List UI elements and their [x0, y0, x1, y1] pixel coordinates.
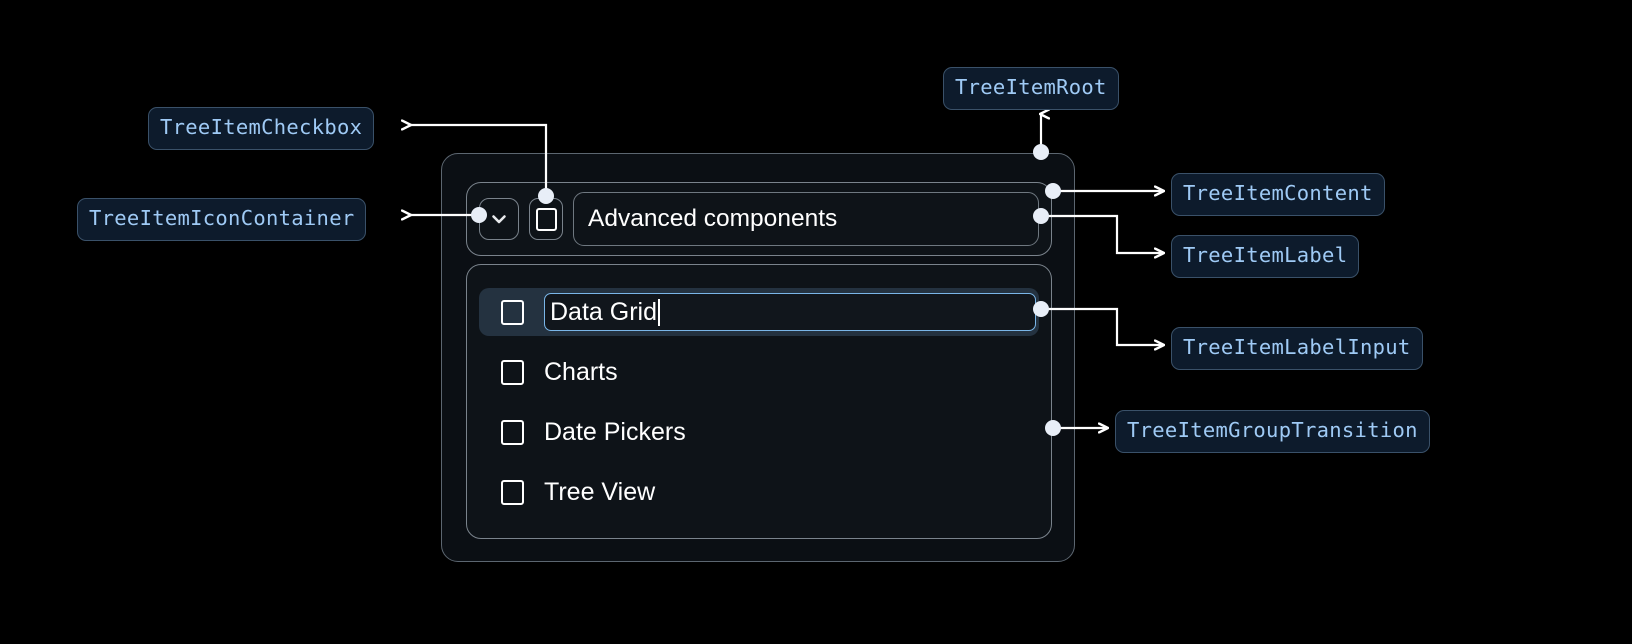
annotation-tree-item-label: TreeItemLabel — [1171, 235, 1360, 278]
tree-item-data-grid[interactable]: Data Grid — [479, 288, 1039, 336]
tree-item-icon-container[interactable] — [479, 198, 519, 240]
tree-item-checkbox[interactable] — [501, 359, 524, 385]
tree-item-label-text: Advanced components — [588, 205, 838, 232]
tree-item-checkbox[interactable] — [501, 419, 524, 445]
text-caret — [657, 298, 660, 326]
tree-item-label: Date Pickers — [544, 417, 686, 446]
checkbox-square-icon — [535, 207, 557, 231]
tree-item-label-input-value: Data Grid — [550, 297, 657, 326]
tree-item-label[interactable]: Advanced components — [573, 192, 1039, 246]
annotation-tree-item-content: TreeItemContent — [1171, 173, 1385, 216]
annotation-tree-item-root: TreeItemRoot — [943, 67, 1119, 110]
tree-item-root[interactable]: Advanced components Data Grid Charts Dat… — [441, 153, 1075, 562]
tree-item-checkbox[interactable] — [501, 479, 524, 505]
tree-item-charts[interactable]: Charts — [479, 348, 1039, 396]
tree-item-label-input[interactable]: Data Grid — [544, 293, 1036, 331]
annotation-tree-item-icon-container: TreeItemIconContainer — [77, 198, 367, 241]
annotation-tree-item-checkbox: TreeItemCheckbox — [148, 107, 375, 150]
tree-item-label: Tree View — [544, 477, 656, 506]
annotation-tree-item-label-input: TreeItemLabelInput — [1171, 327, 1423, 370]
tree-item-content[interactable]: Advanced components — [466, 182, 1052, 256]
tree-item-checkbox[interactable] — [529, 198, 563, 240]
tree-item-label: Charts — [544, 357, 618, 386]
tree-item-checkbox[interactable] — [501, 299, 524, 325]
annotation-tree-item-group-transition: TreeItemGroupTransition — [1115, 410, 1430, 453]
tree-item-date-pickers[interactable]: Date Pickers — [479, 408, 1039, 456]
chevron-down-icon — [488, 208, 510, 230]
tree-item-group-transition: Data Grid Charts Date Pickers Tree View — [466, 264, 1052, 539]
tree-item-tree-view[interactable]: Tree View — [479, 468, 1039, 516]
